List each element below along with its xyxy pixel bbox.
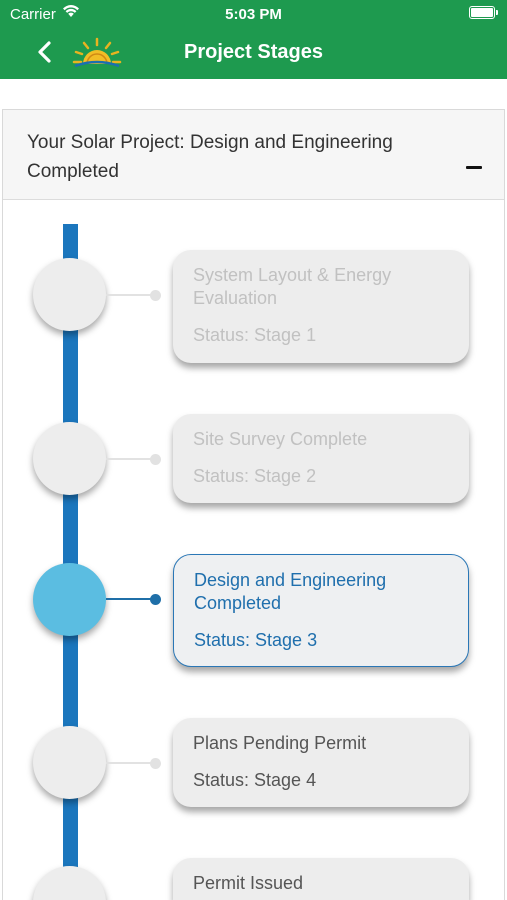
stage-title: Site Survey Complete [193,429,368,449]
stage-connector [106,294,152,296]
page-title: Project Stages [184,41,323,63]
carrier-label: Carrier [10,6,56,23]
stage-status: Status: Stage 3 [194,630,318,650]
status-bar: Carrier 5:03 PM [0,0,507,28]
stage-dot [150,758,161,769]
stage-card[interactable]: Permit Issued [173,858,469,900]
stage-title: Plans Pending Permit [193,733,367,753]
stage-connector [106,762,152,764]
battery-icon [469,6,498,19]
stage-status: Status: Stage 2 [193,466,317,486]
nav-header: Carrier 5:03 PM Project Stages [0,0,507,79]
stage-connector [106,458,152,460]
minus-icon[interactable] [466,166,482,169]
stage-dot [150,290,161,301]
stage-node [33,422,106,495]
wifi-icon [63,5,79,17]
stage-status: Status: Stage 1 [193,325,317,345]
stage-connector [106,598,152,600]
stage-node [33,258,106,331]
stage-card[interactable]: Plans Pending Permit Status: Stage 4 [173,718,469,807]
stage-card-active[interactable]: Design and Engineering Completed Status:… [173,554,469,667]
stage-dot [150,454,161,465]
stage-card[interactable]: System Layout & Energy Evaluation Status… [173,250,469,363]
stage-status: Status: Stage 4 [193,770,317,790]
stage-card[interactable]: Site Survey Complete Status: Stage 2 [173,414,469,503]
back-button[interactable] [34,38,56,68]
stage-node-active [33,563,106,636]
stage-dot [150,594,161,605]
stage-title: Design and Engineering Completed [194,570,387,613]
stage-title: Permit Issued [193,873,304,893]
sun-logo-icon [72,37,122,68]
stage-title: System Layout & Energy Evaluation [193,265,392,308]
stage-node [33,726,106,799]
clock: 5:03 PM [225,6,282,23]
panel-header[interactable]: Your Solar Project: Design and Engineeri… [3,110,504,200]
panel-title: Your Solar Project: Design and Engineeri… [27,132,393,182]
